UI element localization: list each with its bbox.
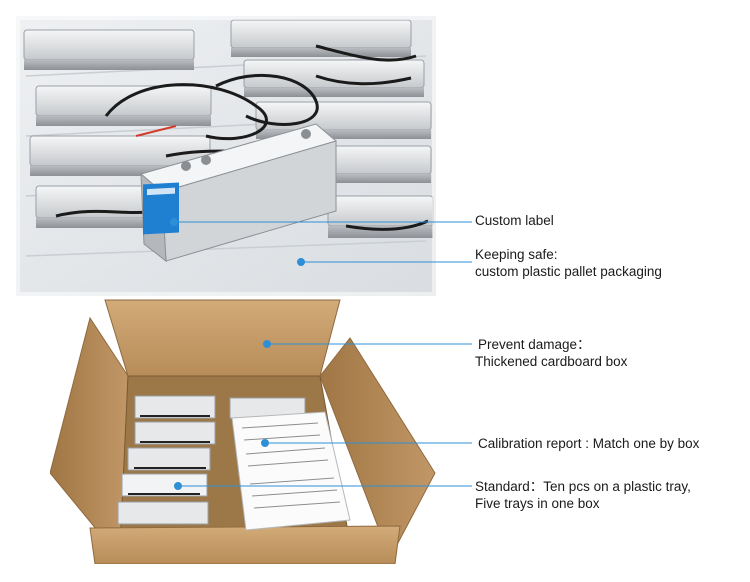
callout-keeping-safe-line2: custom plastic pallet packaging [475,264,662,279]
callout-keeping-safe: Keeping safe: custom plastic pallet pack… [475,246,662,280]
callout-prevent-damage-line1: Prevent damage： [478,337,591,352]
callout-standard: Standard：Ten pcs on a plastic tray, Five… [475,478,691,512]
callout-dot-standard [174,482,182,490]
callout-calibration: Calibration report : Match one by box [478,435,699,452]
photo-cardboard-box [50,298,440,564]
callout-dot-prevent-damage [263,340,271,348]
callout-prevent-damage-line2: Thickened cardboard box [475,354,628,369]
callout-standard-line1: Standard：Ten pcs on a plastic tray, [475,479,691,494]
photo-plastic-tray [16,16,436,296]
callout-custom-label-line1: Custom label [475,213,554,228]
callout-keeping-safe-line1: Keeping safe: [475,247,558,262]
callout-prevent-damage: Prevent damage： Thickened cardboard box [475,336,628,370]
callout-calibration-line1: Calibration report : Match one by box [478,436,700,451]
callout-custom-label: Custom label [475,212,554,229]
callout-standard-line2: Five trays in one box [475,496,600,511]
callout-dot-calibration [261,439,269,447]
callout-dot-custom-label [170,218,178,226]
callout-dot-keeping-safe [297,258,305,266]
